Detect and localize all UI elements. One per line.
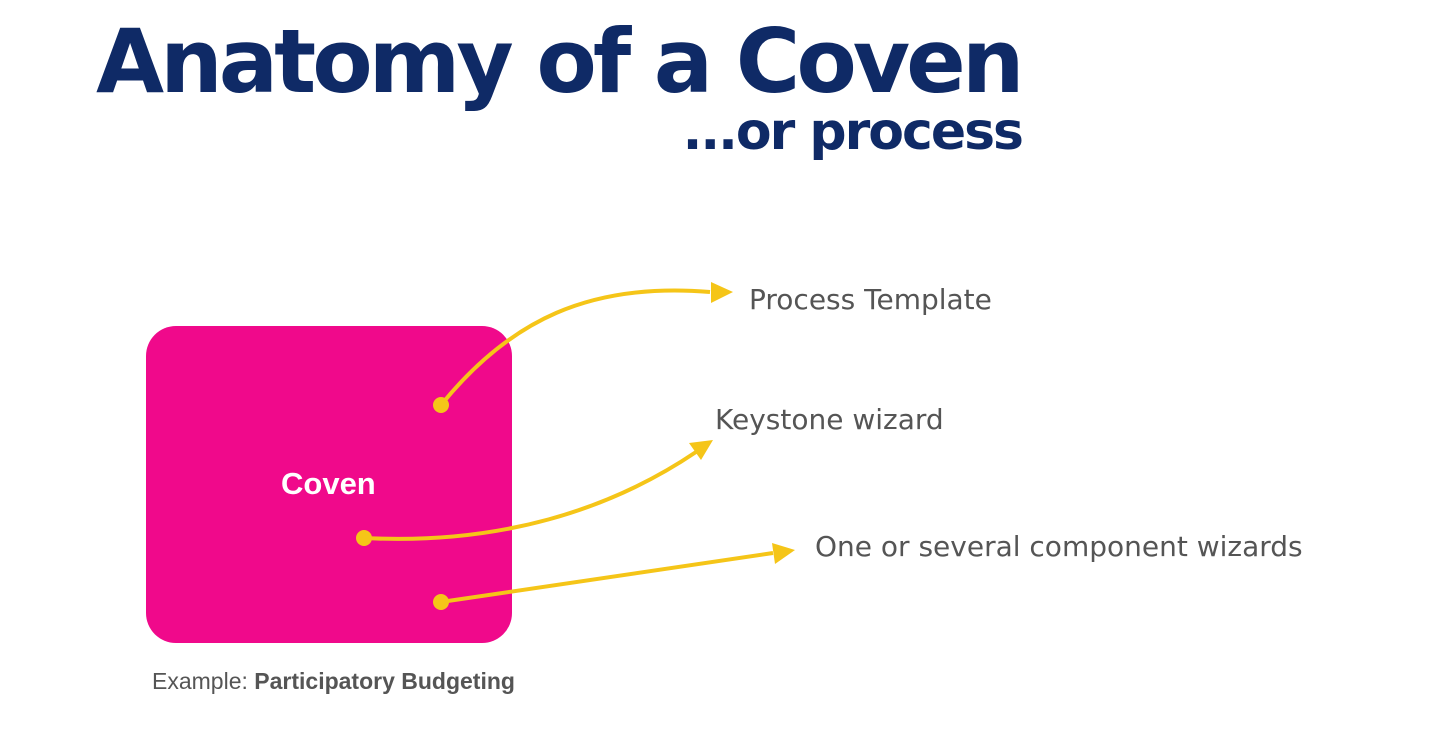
arrow-process-template-line [439, 288, 711, 407]
callout-keystone-wizard: Keystone wizard [715, 403, 944, 436]
arrow-process-template [433, 282, 733, 413]
example-caption-prefix: Example: [152, 668, 255, 694]
arrow-process-template-head [711, 282, 733, 303]
example-caption: Example: Participatory Budgeting [152, 668, 515, 695]
arrow-component-wizards-dot [433, 594, 449, 610]
example-caption-value: Participatory Budgeting [254, 668, 515, 694]
arrow-component-wizards-line [440, 551, 774, 604]
arrow-process-template-dot [433, 397, 449, 413]
coven-box-label: Coven [281, 466, 376, 501]
callout-component-wizards: One or several component wizards [815, 530, 1303, 563]
page-subtitle: ...or process [682, 102, 1024, 162]
coven-box [146, 326, 512, 643]
arrow-keystone-wizard-line [363, 450, 698, 541]
arrow-keystone-wizard [356, 440, 713, 546]
arrow-keystone-wizard-dot [356, 530, 372, 546]
arrow-keystone-wizard-head [689, 440, 713, 460]
arrow-component-wizards-head [772, 543, 795, 564]
arrow-component-wizards [433, 543, 795, 610]
page-title: Anatomy of a Coven [96, 10, 1024, 113]
callout-process-template: Process Template [749, 283, 992, 316]
